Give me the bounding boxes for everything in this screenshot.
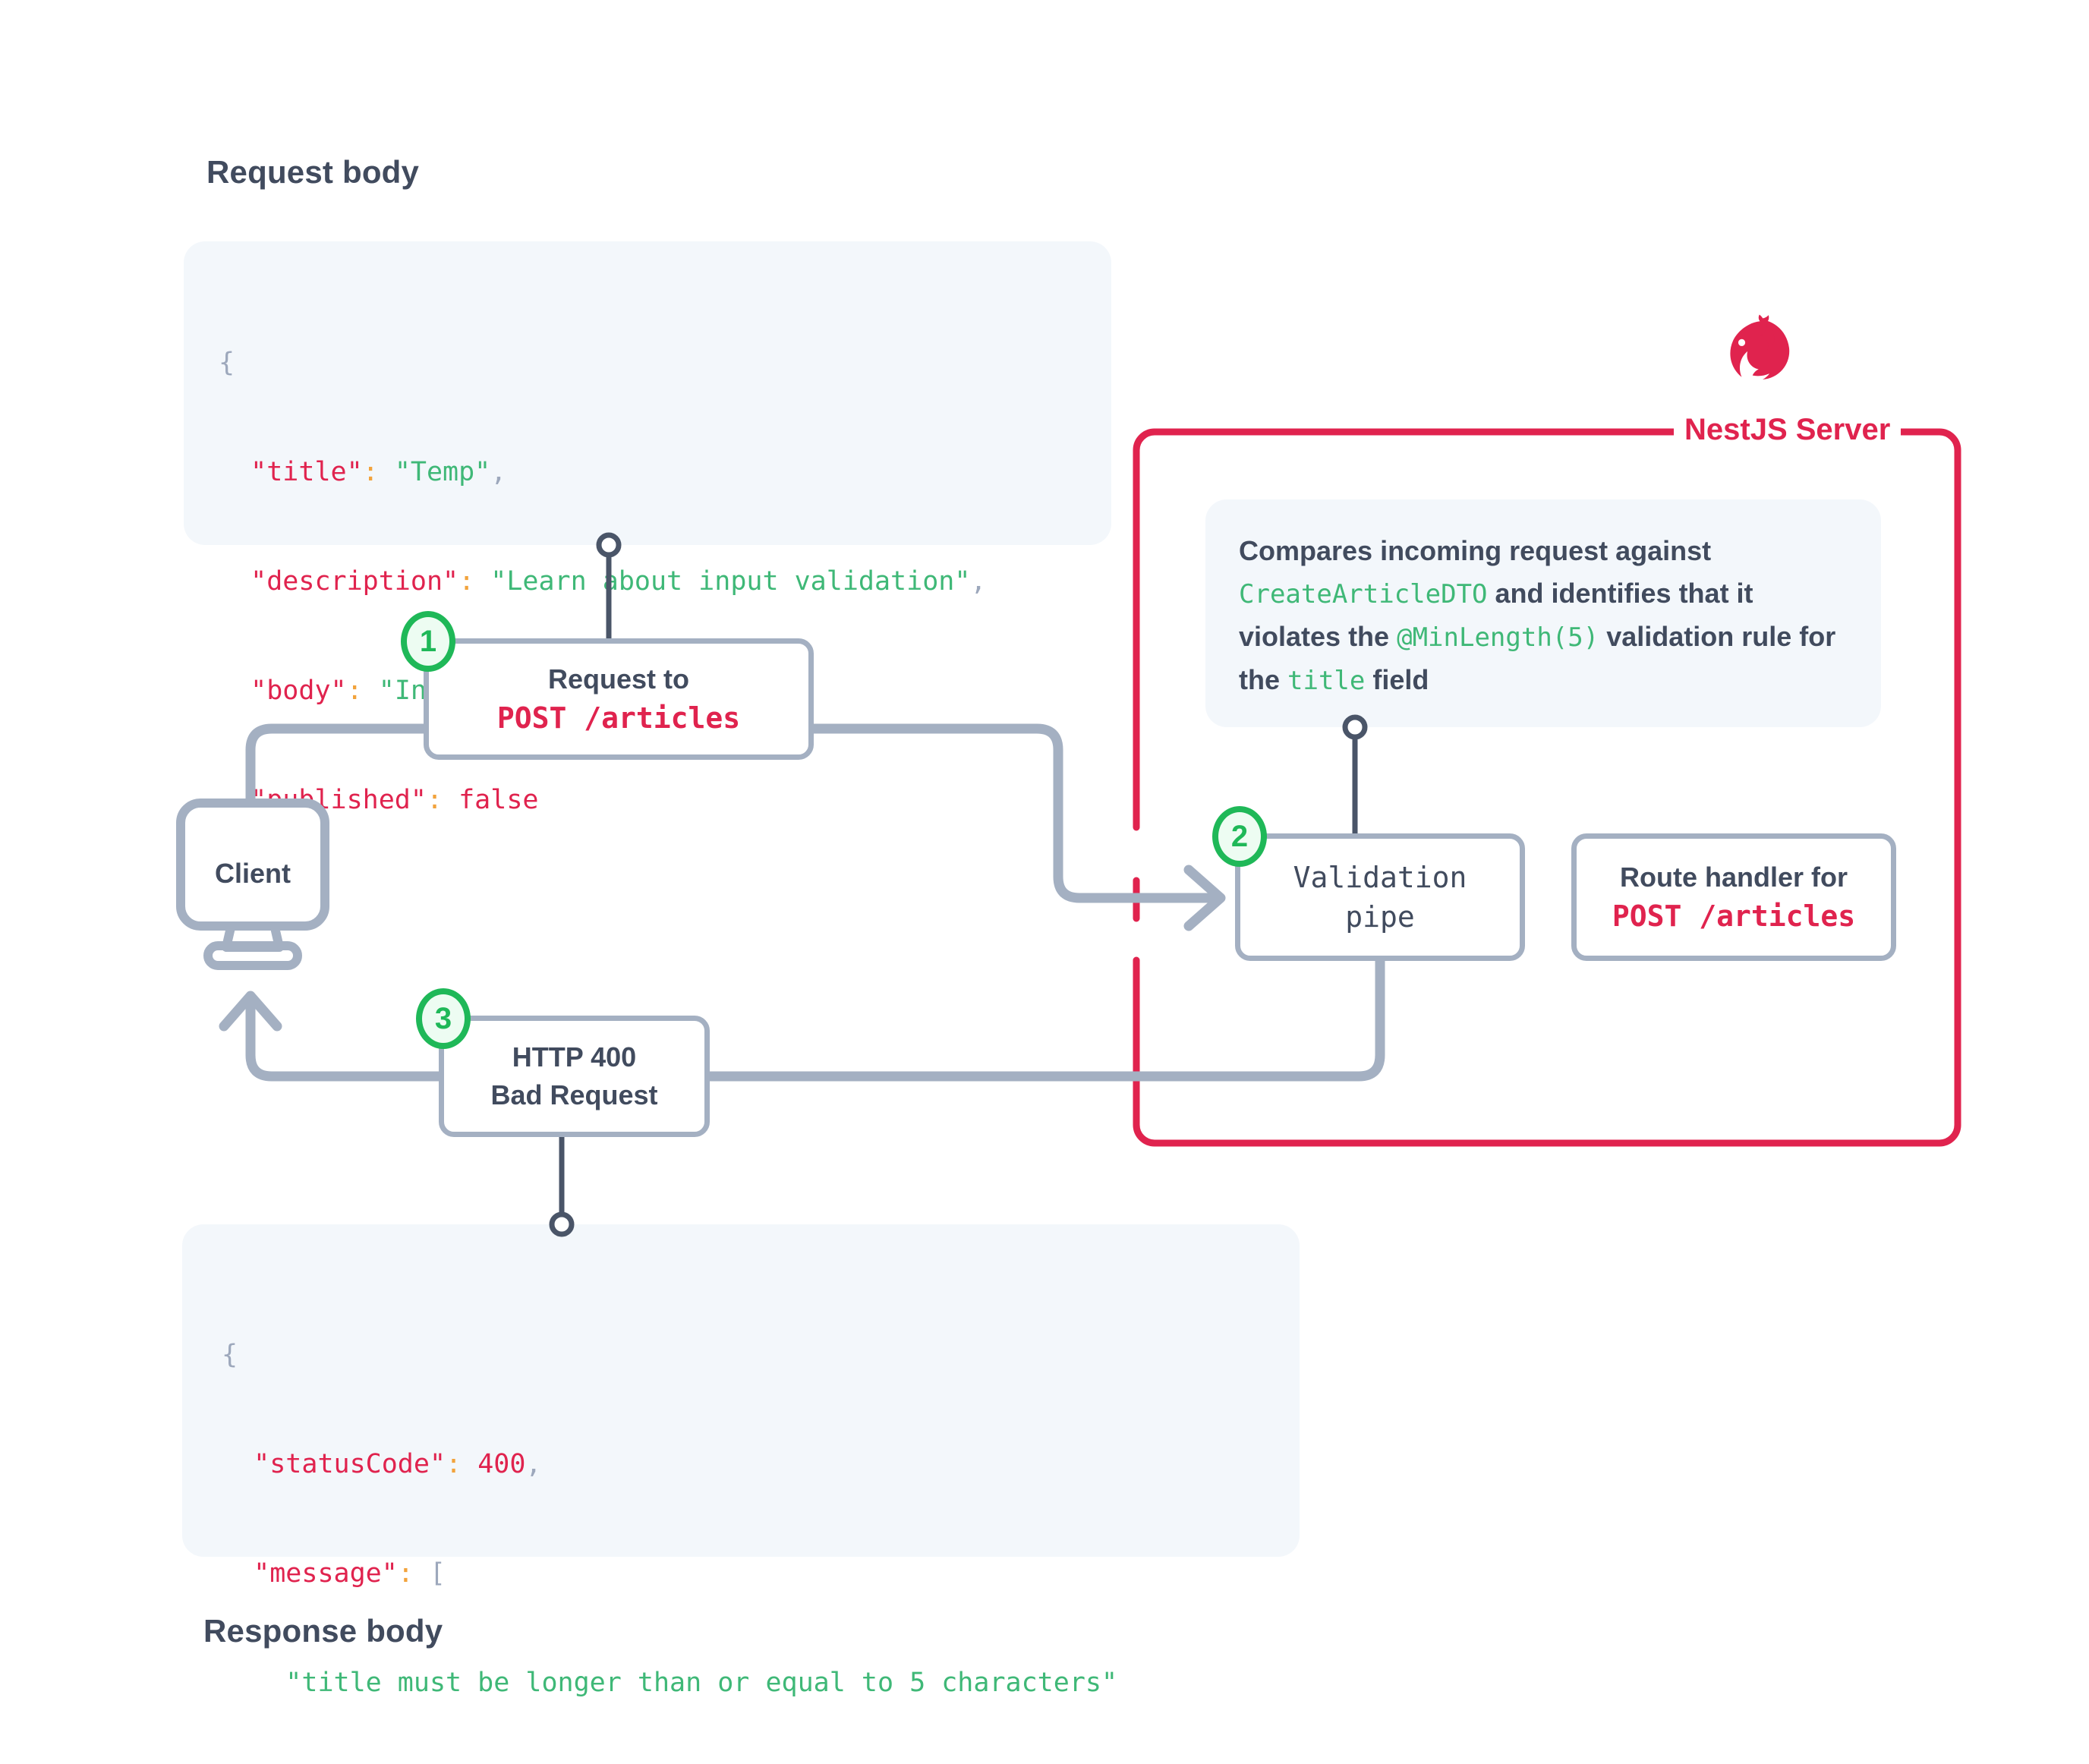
json-array-open: [: [429, 1558, 446, 1589]
json-key-statuscode: "statusCode": [254, 1449, 446, 1479]
annotation-code-title: title: [1287, 666, 1366, 696]
response-body-heading: Response body: [203, 1613, 443, 1649]
step-badge-1: 1: [401, 611, 455, 672]
json-comma: ,: [970, 566, 987, 597]
json-colon: :: [362, 457, 379, 487]
annotation-code-dto: CreateArticleDTO: [1239, 579, 1488, 610]
request-node-endpoint: POST /articles: [496, 701, 741, 735]
validation-node-line2: pipe: [1345, 900, 1415, 934]
json-colon: :: [446, 1449, 462, 1479]
route-node-line1: Route handler for: [1619, 862, 1848, 893]
annotation-code-minlength: @MinLength(5): [1397, 622, 1599, 653]
json-open-brace: {: [219, 348, 235, 378]
json-comma: ,: [525, 1449, 542, 1479]
http400-node[interactable]: HTTP 400 Bad Request: [439, 1016, 710, 1137]
client-monitor-icon: [176, 799, 329, 970]
request-node-line1: Request to: [547, 663, 689, 695]
step-badge-3: 3: [416, 988, 471, 1049]
nestjs-cat-logo: [1719, 310, 1803, 408]
response-body-code-panel: { "statusCode": 400, "message": [ "title…: [182, 1224, 1300, 1698]
validation-annotation-text: Compares incoming request against Create…: [1239, 530, 1848, 702]
client-node-label: Client: [214, 858, 291, 889]
route-node-endpoint: POST /articles: [1612, 899, 1856, 933]
json-key: "body": [250, 676, 347, 706]
json-value: "Learn about input validation": [490, 566, 971, 597]
json-value: "Temp": [394, 457, 491, 487]
json-colon: :: [346, 676, 363, 706]
validation-pipe-node[interactable]: Validation pipe: [1235, 833, 1525, 961]
annotation-part-4: field: [1372, 664, 1429, 695]
annotation-part-1: Compares incoming request against: [1239, 535, 1712, 566]
json-value-message-item: "title must be longer than or equal to 5…: [285, 1668, 1118, 1698]
request-body-heading: Request body: [206, 154, 420, 190]
json-colon: :: [426, 785, 443, 815]
request-node[interactable]: Request to POST /articles: [424, 638, 814, 760]
arrowhead-to-client: [219, 991, 282, 1032]
step-badge-2: 2: [1212, 806, 1267, 867]
json-key-message: "message": [254, 1558, 398, 1589]
request-body-code-panel: { "title": "Temp", "description": "Learn…: [184, 241, 1111, 925]
annotation-part-2: and identifies that it violates the: [1239, 578, 1753, 652]
json-comma: ,: [490, 457, 507, 487]
json-open-brace: {: [222, 1340, 238, 1370]
validation-annotation-bubble: Compares incoming request against Create…: [1205, 499, 1881, 727]
json-value-statuscode: 400: [477, 1449, 526, 1479]
nestjs-server-label: NestJS Server: [1674, 411, 1902, 448]
annotation-part-3: validation rule for the: [1239, 621, 1836, 695]
route-handler-node[interactable]: Route handler for POST /articles: [1571, 833, 1896, 961]
json-value: false: [458, 785, 539, 815]
json-key: "description": [250, 566, 459, 597]
json-colon: :: [397, 1558, 414, 1589]
json-colon: :: [458, 566, 475, 597]
json-key: "title": [250, 457, 363, 487]
validation-node-line1: Validation: [1293, 861, 1467, 894]
http400-node-line1: HTTP 400: [512, 1041, 637, 1073]
http400-node-line2: Bad Request: [490, 1079, 658, 1110]
